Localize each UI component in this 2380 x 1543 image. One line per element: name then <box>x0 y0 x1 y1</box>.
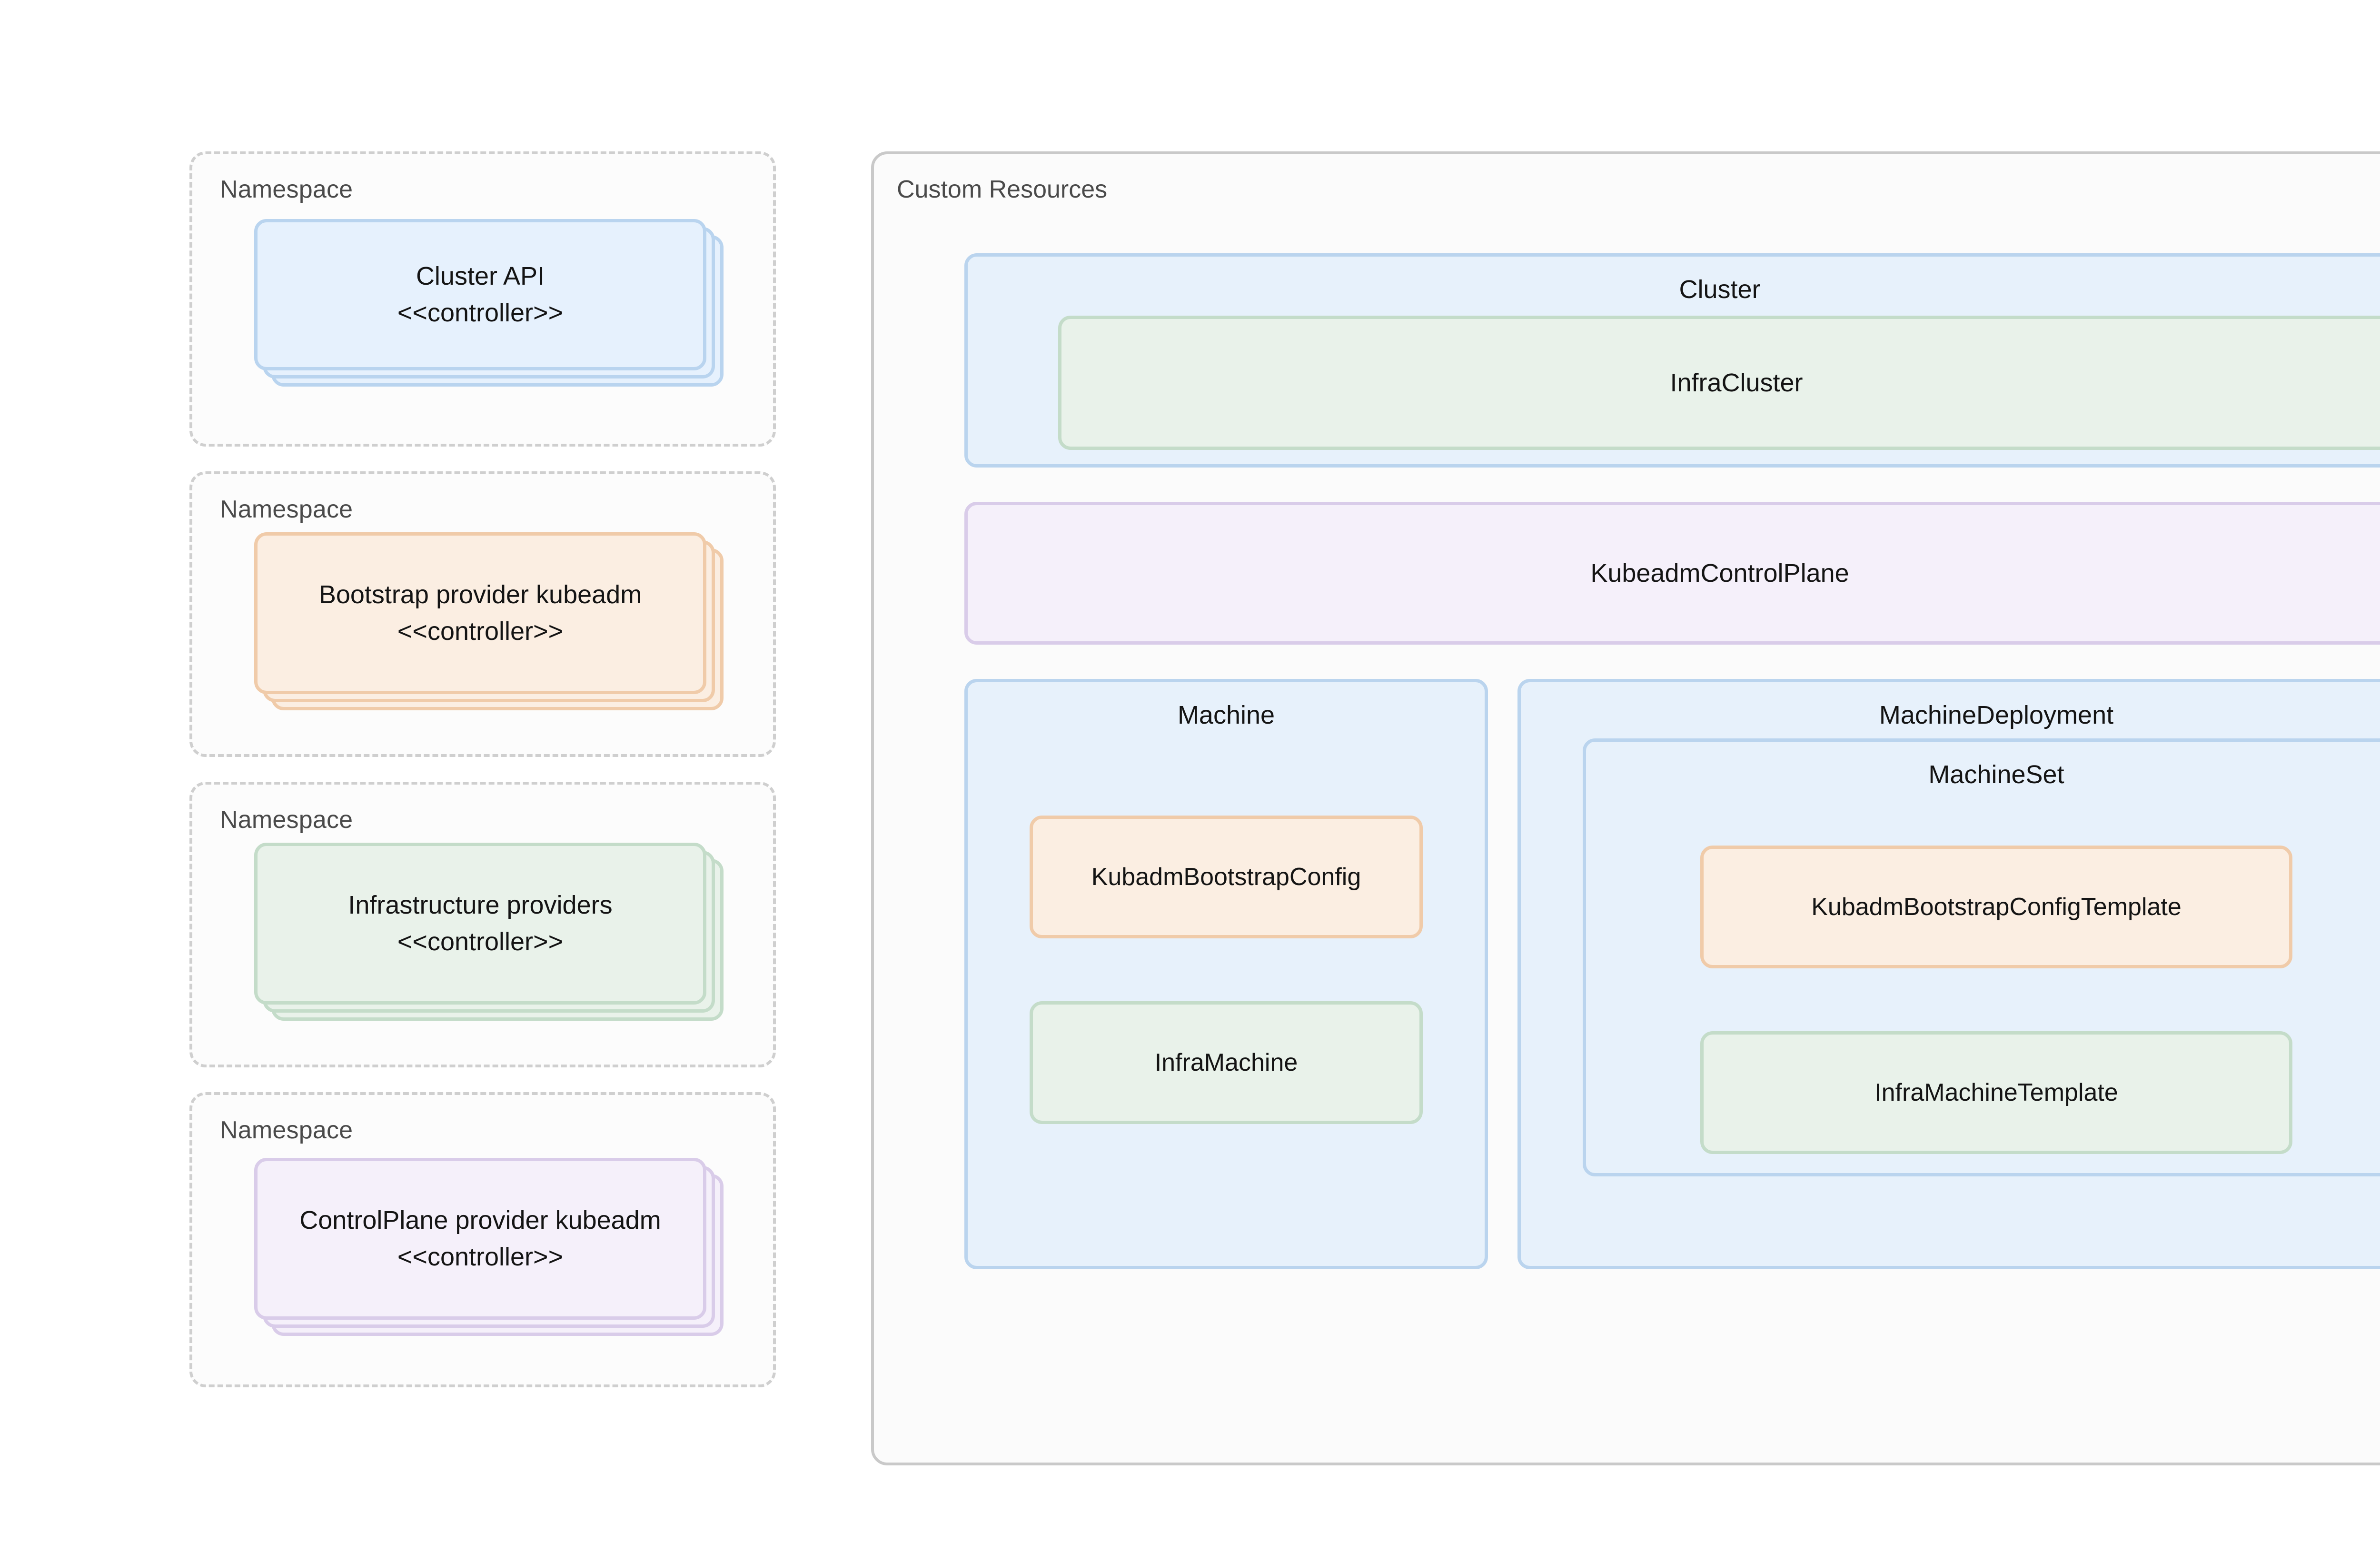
stack-sheet-front <box>254 1158 706 1320</box>
resource-cluster-title: Cluster <box>1679 275 1761 304</box>
stack-sheet-front <box>254 219 706 370</box>
resource-machineset-title: MachineSet <box>1928 760 2064 789</box>
namespace-label: Namespace <box>220 806 353 834</box>
namespace-cluster-api: Namespace Cluster API <<controller>> <box>189 151 776 447</box>
resource-inframachine[interactable]: InfraMachine <box>1030 1001 1423 1124</box>
component-stack-bootstrap-provider-kubeadm[interactable]: Bootstrap provider kubeadm <<controller>… <box>254 532 724 710</box>
resource-machine-title: Machine <box>1177 701 1275 729</box>
resource-kubadmbootstrapconfig[interactable]: KubadmBootstrapConfig <box>1030 816 1423 938</box>
namespace-label: Namespace <box>220 176 353 203</box>
stack-sheet-front <box>254 532 706 694</box>
component-stack-cluster-api[interactable]: Cluster API <<controller>> <box>254 219 724 387</box>
resource-machinedeployment-title: MachineDeployment <box>1879 701 2114 729</box>
namespace-label: Namespace <box>220 1116 353 1144</box>
resource-bottom-row: Machine KubadmBootstrapConfig InfraMachi… <box>964 679 2380 1269</box>
namespace-infrastructure-providers: Namespace Infrastructure providers <<con… <box>189 782 776 1067</box>
resource-kubeadmcontrolplane-title: KubeadmControlPlane <box>1590 559 1849 587</box>
resource-inframachinetemplate[interactable]: InfraMachineTemplate <box>1700 1031 2292 1154</box>
resource-machineset[interactable]: MachineSet KubadmBootstrapConfigTemplate… <box>1583 738 2380 1176</box>
namespace-label: Namespace <box>220 496 353 523</box>
stack-sheet-front <box>254 843 706 1005</box>
resource-kubeadmcontrolplane[interactable]: KubeadmControlPlane <box>964 502 2380 645</box>
custom-resources-body: Cluster InfraCluster KubeadmControlPlane… <box>964 253 2380 1269</box>
custom-resources-label: Custom Resources <box>897 176 1108 203</box>
custom-resources-panel: Custom Resources Cluster InfraCluster Ku… <box>871 151 2380 1465</box>
namespace-bootstrap-provider-kubeadm: Namespace Bootstrap provider kubeadm <<c… <box>189 471 776 757</box>
resource-infracluster-title: InfraCluster <box>1670 368 1803 397</box>
resource-machinedeployment[interactable]: MachineDeployment MachineSet KubadmBoots… <box>1517 679 2380 1269</box>
resource-kubadmbootstrapconfigtemplate[interactable]: KubadmBootstrapConfigTemplate <box>1700 846 2292 968</box>
resource-infracluster[interactable]: InfraCluster <box>1058 316 2380 450</box>
resource-machine[interactable]: Machine KubadmBootstrapConfig InfraMachi… <box>964 679 1488 1269</box>
component-stack-controlplane-provider-kubeadm[interactable]: ControlPlane provider kubeadm <<controll… <box>254 1158 724 1336</box>
namespace-controlplane-provider-kubeadm: Namespace ControlPlane provider kubeadm … <box>189 1092 776 1387</box>
resource-cluster[interactable]: Cluster InfraCluster <box>964 253 2380 468</box>
component-stack-infrastructure-providers[interactable]: Infrastructure providers <<controller>> <box>254 843 724 1021</box>
namespace-column: Namespace Cluster API <<controller>> Nam… <box>189 151 776 1412</box>
